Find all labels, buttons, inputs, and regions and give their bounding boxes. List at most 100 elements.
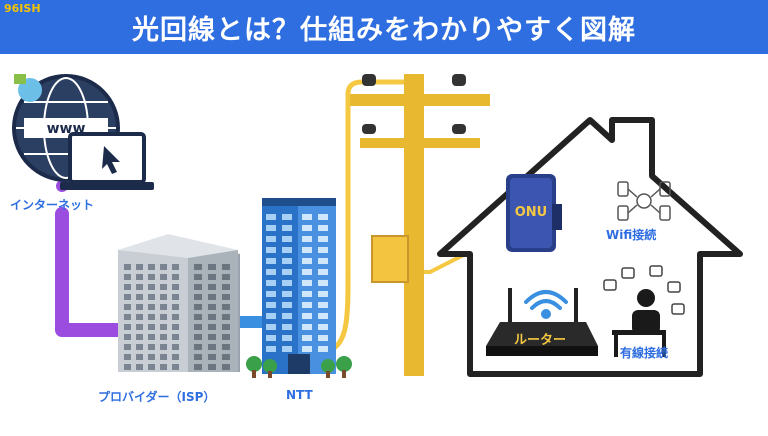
building-window (160, 304, 167, 310)
building-window (302, 335, 312, 341)
building-window (124, 354, 131, 360)
wired-label: 有線接続 (620, 346, 669, 360)
building-window (172, 344, 179, 350)
building-window (266, 236, 276, 242)
building-window (136, 304, 143, 310)
building-window (208, 364, 216, 370)
building-window (318, 324, 328, 330)
building-window (318, 346, 328, 352)
building-window (136, 314, 143, 320)
building-window (208, 294, 216, 300)
isp-link-line (55, 207, 145, 337)
wifi-icon (524, 290, 568, 319)
building-window (160, 314, 167, 320)
building-window (136, 264, 143, 270)
building-window (124, 314, 131, 320)
building-window (136, 274, 143, 280)
building-window (208, 344, 216, 350)
wired-user-icon (612, 289, 666, 357)
building-window (148, 364, 155, 370)
building-window (160, 334, 167, 340)
mini-globe-icon (14, 74, 42, 102)
building-window (302, 291, 312, 297)
building-window (282, 247, 292, 253)
building-window (318, 214, 328, 220)
building-window (266, 280, 276, 286)
building-window (318, 302, 328, 308)
building-window (148, 314, 155, 320)
building-window (266, 302, 276, 308)
building-window (194, 324, 202, 330)
building-window (266, 324, 276, 330)
building-window (208, 324, 216, 330)
building-window (124, 304, 131, 310)
building-window (148, 344, 155, 350)
building-window (148, 264, 155, 270)
laptop-icon (60, 132, 154, 190)
isp-label: プロバイダー（ISP） (98, 390, 216, 404)
building-window (302, 346, 312, 352)
onu-label: ONU (515, 205, 548, 220)
building-window (318, 247, 328, 253)
building-window (172, 274, 179, 280)
building-window (148, 274, 155, 280)
tree-icons (246, 356, 352, 378)
building-window (160, 364, 167, 370)
building-window (266, 291, 276, 297)
utility-pole (350, 74, 490, 376)
building-window (282, 269, 292, 275)
building-window (148, 284, 155, 290)
building-window (282, 225, 292, 231)
building-window (194, 334, 202, 340)
building-window (282, 313, 292, 319)
diagram-canvas: www (12, 74, 743, 378)
building-window (302, 313, 312, 319)
building-window (222, 324, 230, 330)
building-window (302, 258, 312, 264)
building-window (172, 364, 179, 370)
building-window (318, 291, 328, 297)
building-window (266, 214, 276, 220)
building-window (124, 334, 131, 340)
building-window (266, 335, 276, 341)
page-title: 光回線とは？仕組みをわかりやすく図解 (132, 14, 636, 46)
building-window (136, 344, 143, 350)
building-window (194, 314, 202, 320)
building-window (222, 334, 230, 340)
building-window (194, 354, 202, 360)
building-window (124, 364, 131, 370)
building-window (282, 258, 292, 264)
building-window (222, 294, 230, 300)
building-window (302, 280, 312, 286)
building-window (318, 269, 328, 275)
building-window (222, 304, 230, 310)
building-window (208, 284, 216, 290)
building-window (208, 314, 216, 320)
ntt-label: NTT (286, 388, 313, 402)
building-window (318, 335, 328, 341)
building-window (222, 274, 230, 280)
fiber-cable (328, 79, 418, 353)
isp-building (118, 234, 240, 372)
site-logo: 96ISH (4, 2, 41, 15)
building-window (194, 284, 202, 290)
building-window (282, 335, 292, 341)
building-window (148, 294, 155, 300)
building-window (194, 364, 202, 370)
building-window (282, 291, 292, 297)
building-window (172, 354, 179, 360)
ntt-windows (266, 214, 328, 352)
building-window (136, 364, 143, 370)
building-window (208, 264, 216, 270)
building-window (282, 302, 292, 308)
building-window (172, 284, 179, 290)
internet-label: インターネット (10, 198, 95, 212)
building-window (194, 294, 202, 300)
building-window (124, 274, 131, 280)
building-window (318, 258, 328, 264)
building-window (194, 274, 202, 280)
building-window (148, 354, 155, 360)
isp-windows (124, 264, 230, 370)
building-window (172, 324, 179, 330)
building-window (172, 264, 179, 270)
